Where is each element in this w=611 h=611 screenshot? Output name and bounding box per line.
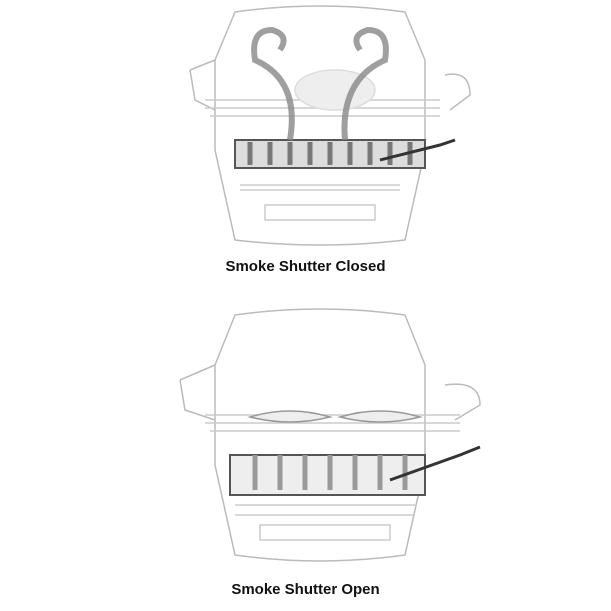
caption-closed: Smoke Shutter Closed	[225, 258, 386, 275]
figure-shutter-closed: Smoke Shutter Closed	[0, 0, 611, 290]
caption-open: Smoke Shutter Open	[231, 581, 380, 598]
grill-closed-illustration	[189, 5, 471, 246]
figure-shutter-open: Smoke Shutter Open	[0, 305, 611, 611]
grill-open-illustration	[179, 308, 481, 562]
